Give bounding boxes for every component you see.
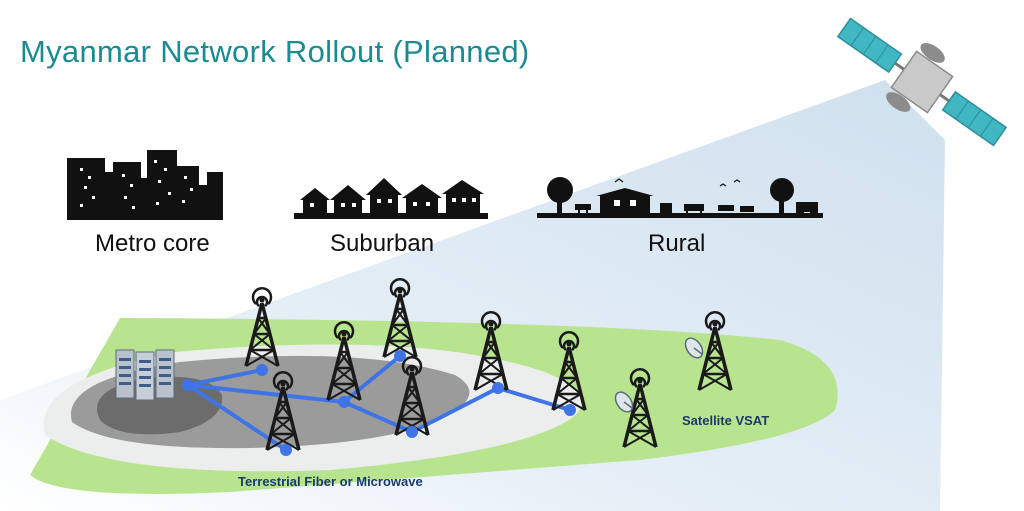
houses-icon [294, 178, 488, 219]
farm-icon [537, 177, 823, 218]
terrestrial-link-label: Terrestrial Fiber or Microwave [238, 474, 423, 489]
link-core-north [186, 368, 264, 387]
link-nodes [182, 350, 576, 456]
city-skyline-icon [67, 150, 223, 220]
data-center-icon [115, 349, 175, 401]
metro-core-label: Metro core [95, 230, 210, 257]
satellite-icon [836, 17, 1008, 147]
satellite-vsat-label: Satellite VSAT [682, 413, 770, 428]
link-ring-east [342, 386, 572, 434]
rural-label: Rural [648, 230, 706, 257]
suburban-label: Suburban [330, 230, 435, 257]
page-title: Myanmar Network Rollout (Planned) [20, 34, 530, 69]
